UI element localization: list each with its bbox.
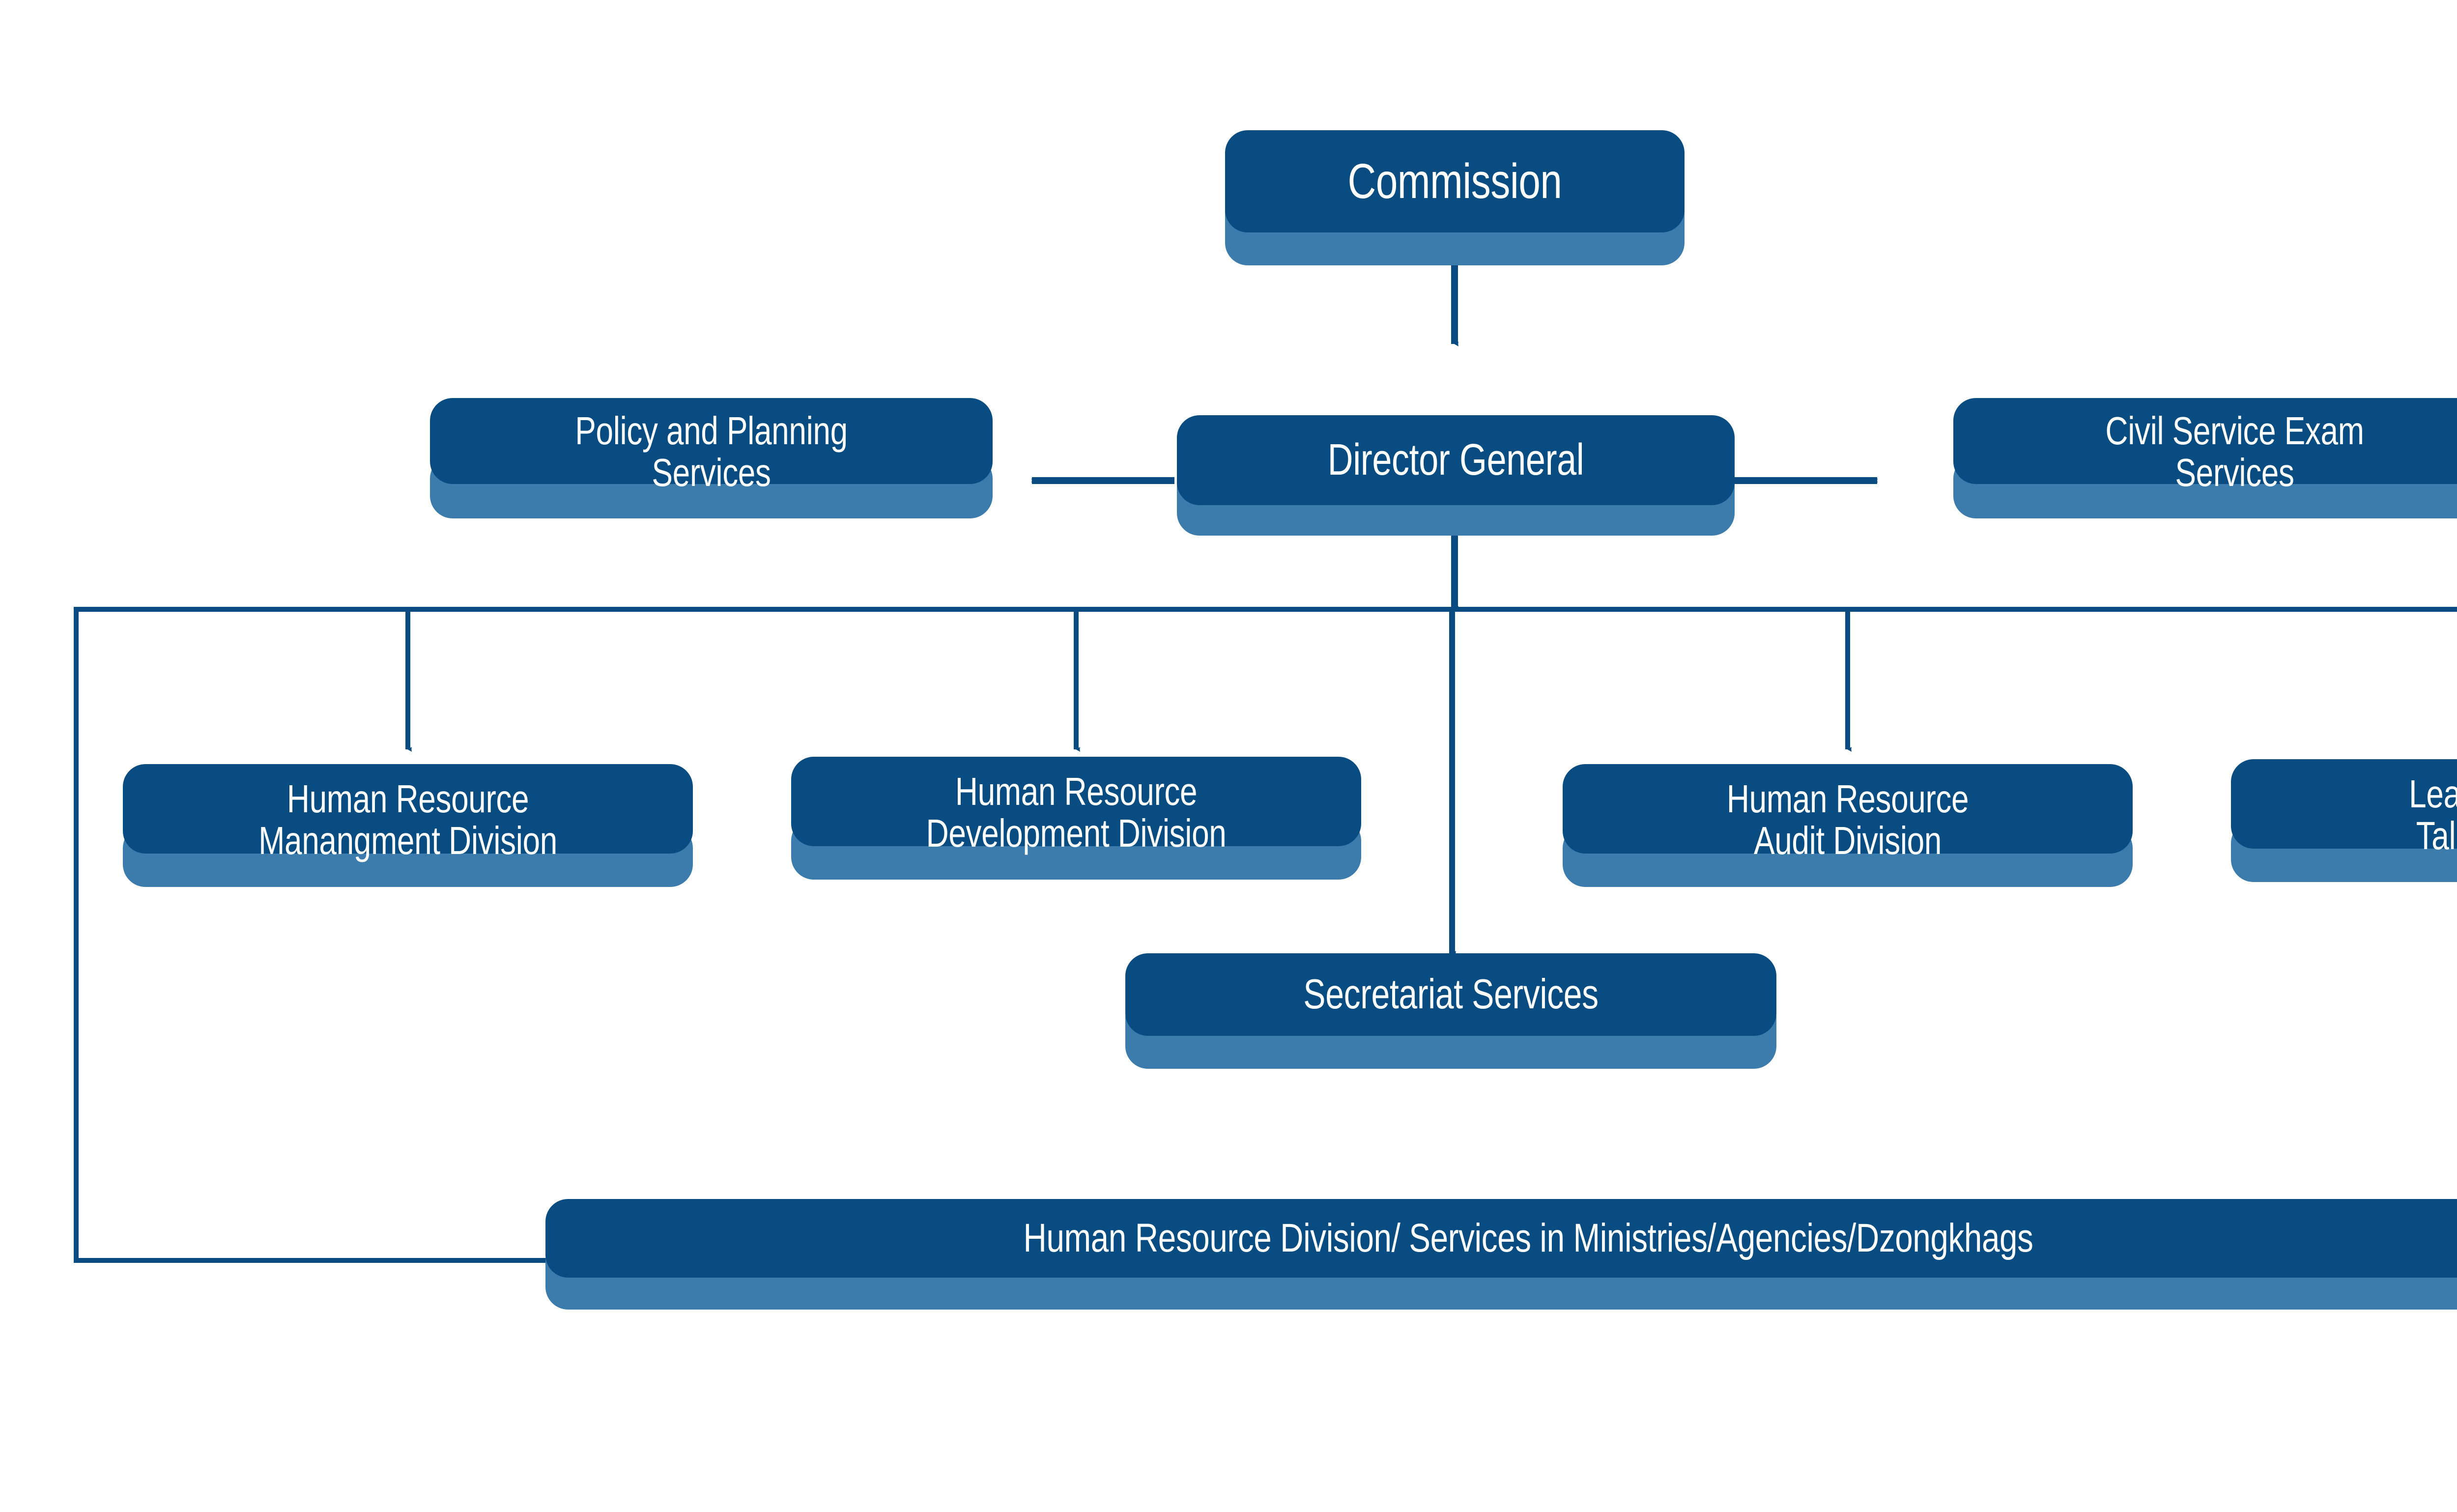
node-human-resource-audit-division-label: Human Resource Audit Division — [1726, 777, 1969, 862]
node-director-general-label: Director General — [1327, 435, 1584, 485]
node-human-resource-management-division[interactable]: Human Resource Manangment Division — [123, 764, 693, 887]
node-commission[interactable]: Commission — [1225, 130, 1685, 265]
node-civil-service-exam-services-label: Civil Service Exam Services — [2105, 409, 2364, 494]
node-policy-and-planning-services-label: Policy and Planning Services — [575, 409, 848, 494]
node-body — [791, 757, 1361, 846]
node-body — [545, 1199, 2457, 1278]
node-leadership-and-talent-division[interactable]: Leadership and Talent Division — [2231, 759, 2457, 882]
node-body — [1953, 398, 2457, 484]
node-human-resource-development-division[interactable]: Human Resource Development Division — [791, 757, 1361, 880]
node-hr-division-ministries-agencies-dzongkhags-label: Human Resource Division/ Services in Min… — [1023, 1215, 2033, 1260]
node-human-resource-development-division-label: Human Resource Development Division — [926, 770, 1227, 855]
node-body — [1563, 764, 2133, 854]
node-human-resource-management-division-label: Human Resource Manangment Division — [258, 777, 557, 862]
node-human-resource-audit-division[interactable]: Human Resource Audit Division — [1563, 764, 2133, 887]
node-body — [123, 764, 693, 854]
node-body — [1125, 953, 1776, 1036]
node-civil-service-exam-services[interactable]: Civil Service Exam Services — [1953, 398, 2457, 518]
node-body — [1225, 130, 1685, 232]
node-hr-division-ministries-agencies-dzongkhags[interactable]: Human Resource Division/ Services in Min… — [545, 1199, 2457, 1310]
node-commission-label: Commission — [1347, 154, 1562, 209]
node-body — [1177, 415, 1735, 505]
node-policy-and-planning-services[interactable]: Policy and Planning Services — [430, 398, 993, 518]
node-body — [2231, 759, 2457, 849]
node-leadership-and-talent-division-label: Leadership and Talent Division — [2409, 772, 2457, 857]
node-secretariat-services-label: Secretariat Services — [1303, 970, 1599, 1018]
node-body — [430, 398, 993, 484]
node-director-general[interactable]: Director General — [1177, 415, 1735, 536]
node-secretariat-services[interactable]: Secretariat Services — [1125, 953, 1776, 1069]
